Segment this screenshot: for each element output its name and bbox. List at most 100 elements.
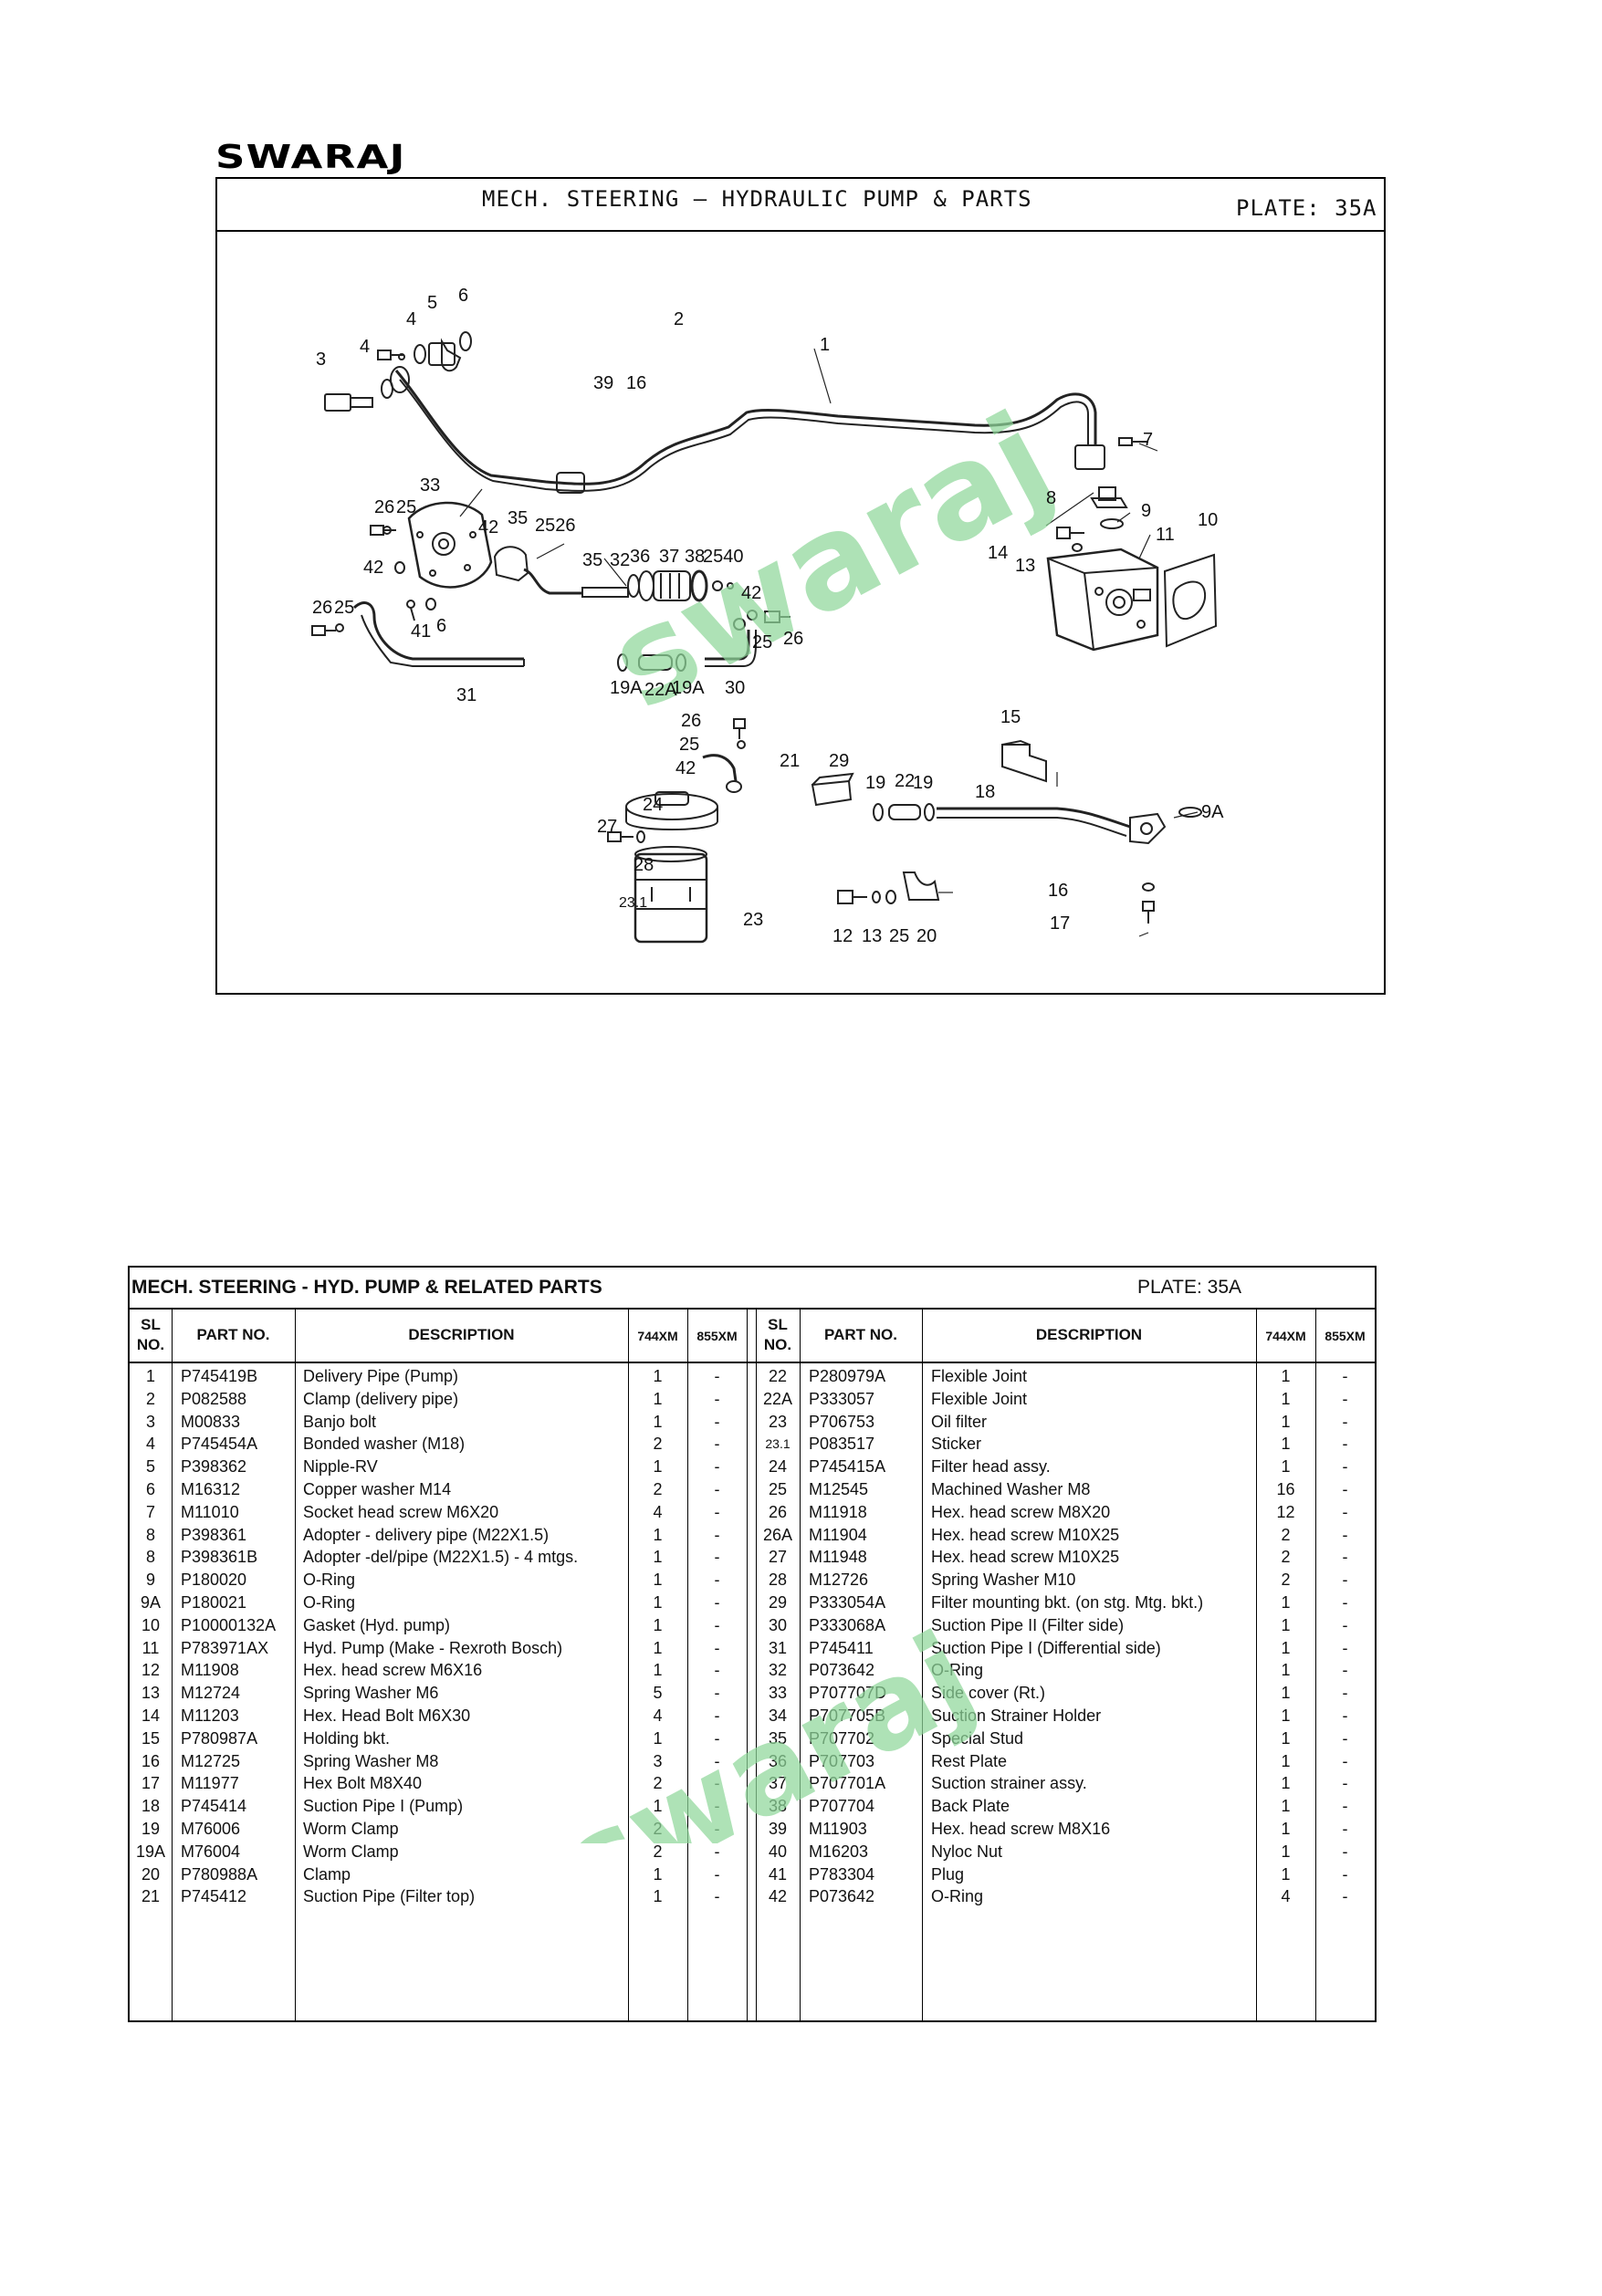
cell-description: Delivery Pipe (Pump) (303, 1367, 459, 1385)
cell-part-no: M11918 (809, 1502, 867, 1521)
cell-sl-no: 13 (141, 1684, 161, 1703)
header-sl: SL NO. (756, 1315, 800, 1355)
cell-sl-no: 37 (768, 1774, 788, 1793)
cell-sl-no: 28 (768, 1571, 788, 1590)
cell-qty-855xm: - (1342, 1571, 1348, 1590)
callout: 19 (913, 773, 933, 793)
callout: 2540 (703, 547, 744, 567)
cell-part-no: P073642 (809, 1661, 875, 1680)
cell-sl-no: 9 (145, 1571, 155, 1590)
cell-qty-744xm: 2 (1281, 1548, 1291, 1567)
cell-description: Back Plate (931, 1797, 1010, 1816)
callout: 5 (427, 293, 437, 313)
cell-part-no: M11948 (809, 1548, 867, 1567)
callout: 3 (316, 350, 326, 370)
callout: 42 (363, 558, 383, 578)
cell-qty-855xm: - (714, 1706, 720, 1725)
cell-qty-744xm: 2 (1281, 1525, 1291, 1544)
cell-qty-744xm: 1 (1281, 1797, 1291, 1816)
cell-qty-744xm: 2 (653, 1480, 663, 1498)
callout: 31 (456, 685, 476, 705)
cell-qty-855xm: - (1342, 1502, 1348, 1521)
cell-qty-744xm: 2 (653, 1435, 663, 1454)
callout: 7 (1143, 430, 1153, 450)
cell-description: Adopter - delivery pipe (M22X1.5) (303, 1525, 550, 1544)
callout: 16 (626, 373, 646, 393)
cell-qty-855xm: - (714, 1842, 720, 1861)
hydraulic-pump-drawing (1046, 548, 1159, 652)
col-divider (756, 1310, 757, 2021)
cell-sl-no: 26A (762, 1525, 793, 1544)
cell-qty-744xm: 1 (1281, 1774, 1291, 1793)
cell-sl-no: 21 (141, 1887, 161, 1906)
table-title: MECH. STEERING - HYD. PUMP & RELATED PAR… (131, 1277, 602, 1298)
cell-part-no: M11203 (181, 1706, 239, 1725)
cell-qty-744xm: 1 (1281, 1457, 1291, 1477)
cell-qty-855xm: - (1342, 1367, 1348, 1385)
cell-qty-855xm: - (714, 1571, 720, 1590)
callout: 38 (685, 547, 705, 567)
callout: 42 (675, 758, 696, 778)
header-description: DESCRIPTION (1035, 1326, 1143, 1343)
cell-sl-no: 25 (768, 1480, 788, 1498)
col-divider (687, 1310, 688, 2021)
cell-sl-no: 4 (145, 1435, 155, 1454)
suction-strainer-drawing (653, 570, 691, 601)
cell-sl-no: 27 (768, 1548, 788, 1567)
cell-qty-744xm: 1 (653, 1457, 663, 1477)
callout: 4 (360, 337, 370, 357)
cell-qty-855xm: - (1342, 1751, 1348, 1770)
callout: 12 (832, 926, 853, 946)
cell-sl-no: 5 (145, 1457, 155, 1477)
cell-qty-855xm: - (1342, 1435, 1348, 1454)
header-qty-744xm: 744XM (637, 1329, 678, 1343)
cell-qty-855xm: - (714, 1887, 720, 1906)
cell-sl-no: 8 (145, 1525, 155, 1544)
oil-filter-drawing (633, 852, 708, 944)
cell-qty-744xm: 1 (1281, 1412, 1291, 1431)
cell-part-no: M16312 (181, 1480, 241, 1498)
cell-qty-855xm: - (1342, 1548, 1348, 1567)
col-divider (1256, 1310, 1257, 2021)
col-divider (172, 1310, 173, 2021)
cell-qty-855xm: - (1342, 1412, 1348, 1431)
cell-part-no: M11977 (181, 1774, 239, 1793)
cell-qty-855xm: - (1342, 1864, 1348, 1884)
cell-qty-744xm: 1 (653, 1615, 663, 1634)
header-qty-855xm: 855XM (1325, 1329, 1366, 1343)
cell-part-no: M76006 (181, 1820, 241, 1838)
brand-logo: SWARAJ (215, 139, 406, 176)
cell-description: Hyd. Pump (Make - Rexroth Bosch) (303, 1638, 563, 1657)
callout: 2 (674, 309, 684, 329)
cell-part-no: P180021 (181, 1593, 247, 1612)
cell-description: Flexible Joint (931, 1367, 1028, 1385)
cell-part-no: P783304 (809, 1864, 875, 1884)
cell-qty-744xm: 1 (1281, 1367, 1291, 1385)
callout: 19A (672, 678, 705, 698)
cell-description: Banjo bolt (303, 1412, 377, 1431)
cell-part-no: P333054A (809, 1593, 886, 1612)
cell-part-no: M11010 (181, 1502, 239, 1521)
cell-qty-855xm: - (714, 1457, 720, 1477)
cell-description: Hex. head screw M10X25 (931, 1525, 1120, 1544)
cell-sl-no: 38 (768, 1797, 788, 1816)
cell-part-no: P398361 (181, 1525, 247, 1544)
exploded-parts-diagram: swaraj 1 2 3 4 4 5 6 39 16 7 8 9 10 11 1… (311, 286, 1224, 946)
cell-qty-855xm: - (1342, 1457, 1348, 1477)
cell-description: Worm Clamp (303, 1842, 399, 1861)
cell-sl-no: 33 (768, 1684, 788, 1703)
cell-qty-744xm: 1 (1281, 1728, 1291, 1748)
cell-description: Special Stud (931, 1728, 1024, 1748)
col-divider (1315, 1310, 1316, 2021)
plate-header (215, 177, 1386, 232)
cell-sl-no: 9A (140, 1593, 162, 1612)
cell-sl-no: 1 (145, 1367, 155, 1385)
cell-sl-no: 23.1 (765, 1436, 791, 1452)
